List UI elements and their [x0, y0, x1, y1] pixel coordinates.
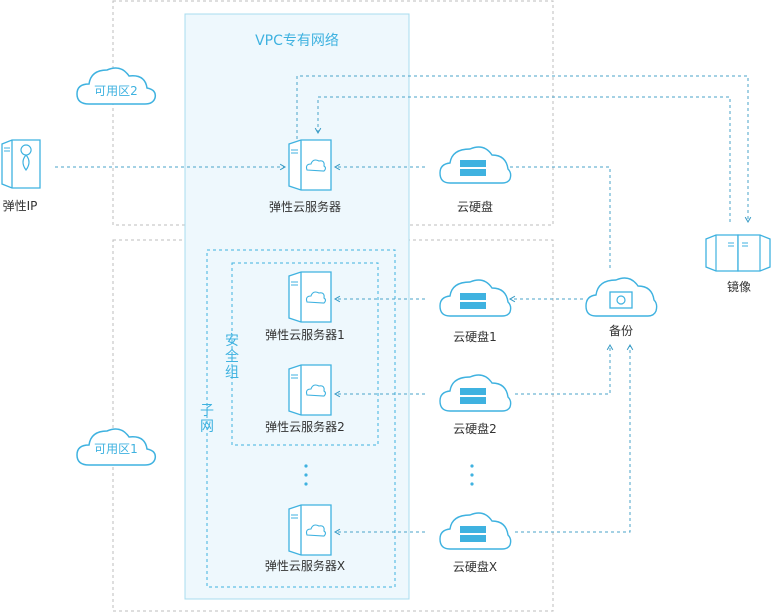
disk-x-icon — [439, 512, 512, 550]
disk-1-label: 云硬盘1 — [453, 330, 497, 344]
security-group-char: 全 — [225, 349, 239, 365]
server-to-image-line — [296, 75, 752, 224]
disk-to-backup-line — [510, 166, 611, 268]
zone2-cloud-icon — [76, 67, 157, 105]
image-label: 镜像 — [726, 280, 751, 294]
subnet-box — [206, 249, 396, 588]
disk-2-label: 云硬盘2 — [453, 422, 497, 436]
zone1-label: 可用区1 — [94, 442, 138, 456]
disk-x-label: 云硬盘X — [452, 560, 498, 574]
servers-ellipsis — [304, 464, 308, 486]
server-2-label: 弹性云服务器2 — [265, 420, 345, 434]
backup-label: 备份 — [608, 324, 633, 338]
server-1-icon — [288, 271, 332, 323]
zone1-cloud-icon — [76, 428, 157, 466]
server-zone2-icon — [288, 139, 332, 191]
server-1-label: 弹性云服务器1 — [265, 328, 345, 342]
vpc-title: VPC专有网络 — [255, 33, 339, 49]
security-group-box — [231, 262, 379, 446]
security-group-char: 安 — [225, 333, 239, 349]
disk-zone2-icon — [439, 146, 512, 184]
image-icon — [705, 234, 771, 272]
server-2-icon — [288, 364, 332, 416]
security-group-char: 组 — [225, 365, 239, 381]
disk2-to-backup-line — [515, 343, 614, 395]
zone1-box — [112, 239, 554, 612]
elastic-ip-label: 弹性IP — [2, 199, 38, 213]
server-x-label: 弹性云服务器X — [264, 559, 346, 573]
disk-2-icon — [439, 374, 512, 412]
diskX-to-backup-line — [515, 343, 634, 533]
server-zone2-label: 弹性云服务器 — [268, 200, 341, 214]
subnet-char: 网 — [200, 419, 214, 435]
security-group-label: 安 全 组 — [224, 333, 240, 381]
server-x-icon — [288, 504, 332, 556]
image-to-server-line — [314, 96, 731, 222]
disk-zone2-label: 云硬盘 — [456, 200, 493, 214]
elastic-ip-icon — [1, 139, 41, 189]
backup-icon — [585, 277, 658, 317]
zone2-label: 可用区2 — [94, 84, 138, 98]
vpc-region — [184, 13, 410, 600]
subnet-label: 子 网 — [199, 403, 215, 435]
disks-ellipsis — [470, 464, 474, 486]
disk-1-icon — [439, 279, 512, 317]
subnet-char: 子 — [200, 403, 214, 419]
